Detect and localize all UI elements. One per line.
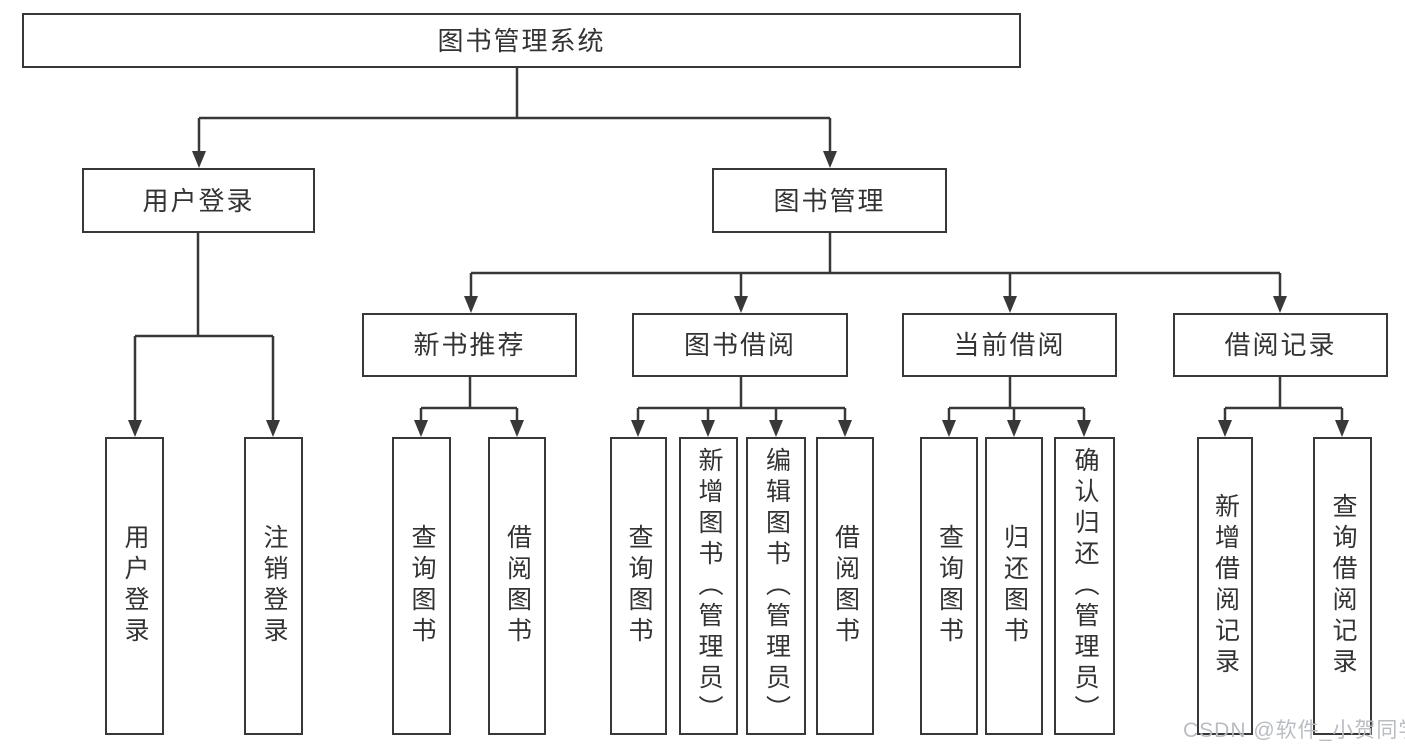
node-borrowing-records: 借阅记录 [1173, 313, 1388, 377]
leaf-edit-book-admin: 编辑图书（管理员） [746, 437, 806, 735]
leaf-borrow-books-recommend: 借阅图书 [488, 437, 546, 735]
node-new-book-recommendation: 新书推荐 [362, 313, 577, 377]
leaf-query-books-recommend: 查询图书 [392, 437, 451, 735]
leaf-return-book: 归还图书 [985, 437, 1043, 735]
arrowheads [128, 151, 1349, 437]
leaf-query-books-current: 查询图书 [920, 437, 978, 735]
connector-stems [133, 68, 1344, 422]
leaf-query-books-borrowing: 查询图书 [610, 437, 667, 735]
leaf-add-borrow-record: 新增借阅记录 [1197, 437, 1253, 735]
node-library-management-system: 图书管理系统 [22, 13, 1021, 68]
node-user-login: 用户登录 [82, 168, 315, 233]
leaf-logout: 注销登录 [244, 437, 303, 735]
leaf-add-book-admin: 新增图书（管理员） [679, 437, 738, 735]
node-current-borrowing: 当前借阅 [902, 313, 1117, 377]
node-book-borrowing: 图书借阅 [632, 313, 848, 377]
leaf-user-login: 用户登录 [105, 437, 164, 735]
node-book-management: 图书管理 [712, 168, 947, 233]
leaf-confirm-return-admin: 确认归还（管理员） [1054, 437, 1115, 735]
csdn-watermark: CSDN @软件_小贺同学 [1183, 719, 1405, 742]
leaf-borrow-books-borrowing: 借阅图书 [816, 437, 874, 735]
leaf-query-borrow-record: 查询借阅记录 [1313, 437, 1372, 735]
